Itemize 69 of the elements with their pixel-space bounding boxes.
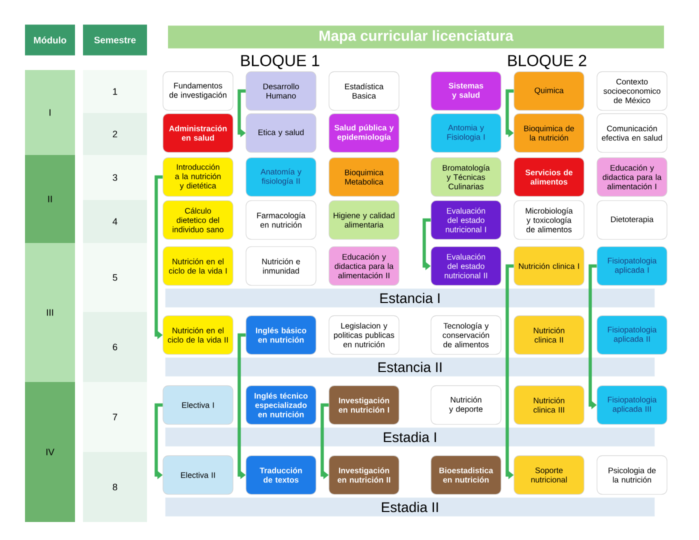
title-bar: Mapa curricular licenciatura (168, 26, 664, 48)
module-band: IV (25, 382, 75, 522)
stage-band: Estancia II (165, 358, 655, 376)
semester-cell: 8 (83, 452, 147, 522)
course-box: Psicologia de la nutrición (596, 455, 668, 495)
semester-cell: 7 (83, 382, 147, 452)
course-box: Electiva II (162, 455, 234, 495)
course-box: Inglés básico en nutrición (246, 315, 316, 355)
course-box: Legislacion y politicas publicas en nutrición (328, 315, 400, 355)
course-box: Tecnología y conservación de alimentos (430, 315, 502, 355)
module-band: I (25, 70, 75, 155)
course-box: Nutrición en el ciclo de la vida II (162, 315, 234, 355)
course-box: Bioquimica de la nutrición (514, 113, 584, 153)
block-heading: BLOQUE 2 (508, 54, 586, 70)
course-box: Investigación en nutrición I (328, 385, 400, 425)
block-heading: BLOQUE 1 (241, 54, 320, 70)
semester-cell: 4 (83, 200, 147, 243)
course-box: Bioestadistica en nutrición (430, 455, 502, 495)
course-box: Higiene y calidad alimentaria (328, 200, 400, 240)
header-cell: Módulo (25, 24, 75, 56)
semester-cell: 1 (83, 70, 147, 113)
course-box: Salud pública y epidemiología (328, 113, 400, 153)
course-box: Administración en salud (162, 113, 234, 153)
stage-band: Estadia I (165, 428, 655, 446)
course-box: Investigación en nutrición II (328, 455, 400, 495)
course-box: Nutrición clinica III (514, 385, 584, 425)
course-box: Educación y didactica para la alimentación I (596, 157, 668, 197)
course-box: Introducción a la nutrición y dietética (162, 157, 234, 197)
course-box: Estadística Basica (328, 71, 400, 111)
course-box: Inglés técnico especializado en nutrición (246, 385, 316, 425)
course-box: Desarrollo Humano (246, 71, 316, 111)
course-box: Servicios de alimentos (514, 157, 584, 197)
course-box: Contexto socioeconomico de México (596, 71, 668, 111)
course-box: Microbiología y toxicología de alimentos (514, 200, 584, 240)
course-box: Comunicación efectiva en salud (596, 113, 668, 153)
course-box: Educación y didactica para la alimentación II (328, 246, 400, 286)
course-box: Fisiopatologia aplicada I (596, 246, 668, 286)
course-box: Anatomía y fisiología II (246, 157, 316, 197)
course-box: Nutrición en el ciclo de la vida I (162, 246, 234, 286)
course-box: Traducción de textos (246, 455, 316, 495)
course-box: Fisiopatologia aplicada III (596, 385, 668, 425)
module-band: II (25, 155, 75, 243)
course-box: Antomia y Fisiologia I (430, 113, 502, 153)
header-cell: Semestre (83, 24, 147, 56)
course-box: Bioquimica Metabolica (328, 157, 400, 197)
course-box: Nutrición y deporte (430, 385, 502, 425)
course-box: Nutrición clinica II (514, 315, 584, 355)
semester-cell: 6 (83, 312, 147, 382)
course-box: Dietoterapia (596, 200, 668, 240)
course-box: Evaluación del estado nutricional I (430, 200, 502, 240)
semester-cell: 2 (83, 113, 147, 155)
course-box: Bromatología y Técnicas Culinarias (430, 157, 502, 197)
module-band: III (25, 243, 75, 382)
course-box: Quimica (514, 71, 584, 111)
course-box: Electiva I (162, 385, 234, 425)
course-box: Sistemas y salud (430, 71, 502, 111)
course-box: Evaluación del estado nutricional II (430, 246, 502, 286)
course-box: Nutrición clinica I (514, 246, 584, 286)
course-box: Etica y salud (246, 113, 316, 153)
course-box: Nutrición e inmunidad (246, 246, 316, 286)
course-box: Farmacología en nutrición (246, 200, 316, 240)
course-box: Fisiopatologia aplicada II (596, 315, 668, 355)
stage-band: Estadia II (165, 498, 655, 516)
semester-cell: 5 (83, 243, 147, 312)
stage-band: Estancia I (165, 288, 655, 308)
semester-cell: 3 (83, 155, 147, 200)
course-box: Fundamentos de investigación (162, 71, 234, 111)
course-box: Cálculo dietetico del individuo sano (162, 200, 234, 240)
course-box: Soporte nutricional (514, 455, 584, 495)
